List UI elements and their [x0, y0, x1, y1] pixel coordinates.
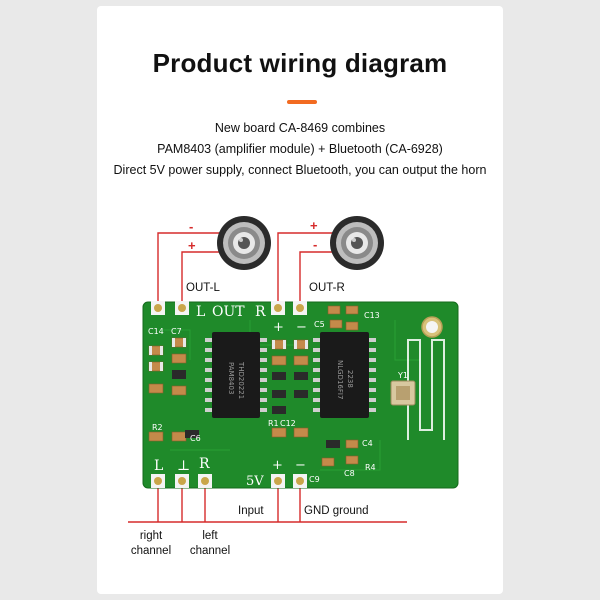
silk-top-r: R	[255, 304, 266, 320]
silk-top-minus: −	[296, 320, 307, 335]
ref-c8: C8	[344, 469, 355, 478]
title-accent-bar	[287, 100, 317, 104]
silk-bottom-plus: +	[272, 458, 283, 473]
chip1-marking-1: PAM8403	[227, 362, 235, 394]
speaker-right-icon	[330, 216, 384, 270]
chip-pam8403	[205, 332, 267, 418]
ref-r1: R1	[268, 419, 279, 428]
ref-c6: C6	[190, 434, 201, 443]
ref-c13: C13	[364, 311, 380, 320]
out-l-top-sign: -	[189, 219, 194, 234]
ref-c9: C9	[309, 475, 320, 484]
description-line-1: New board CA-8469 combines	[214, 121, 386, 135]
out-r-bottom-sign: -	[313, 237, 318, 252]
right-channel-label: right channel	[123, 529, 179, 559]
chip1-marking-2: THD20221	[237, 361, 245, 399]
out-r-top-sign: +	[310, 218, 318, 233]
page-title: Product wiring diagram	[152, 48, 448, 78]
chip-bluetooth	[313, 332, 376, 418]
silk-top-out: OUT	[212, 304, 245, 320]
wire-out-l-negative	[157, 232, 234, 308]
wire-out-r-negative	[299, 251, 336, 308]
out-r-label: OUT-R	[309, 282, 345, 294]
silk-top-l: L	[196, 304, 205, 320]
silk-bottom-l: L	[154, 458, 163, 474]
chip2-marking-2: 2238	[346, 370, 354, 388]
ref-r2: R2	[152, 423, 163, 432]
bottom-header-pads	[151, 474, 307, 488]
left-channel-label: left channel	[182, 529, 238, 559]
silkscreen-text: L OUT R + − L ⊥ R 5V + −	[154, 304, 307, 489]
antenna-trace	[407, 339, 445, 440]
out-l-label: OUT-L	[186, 282, 220, 294]
wires	[128, 232, 407, 523]
ref-c5: C5	[314, 320, 325, 329]
gnd-ground-label: GND ground	[304, 505, 369, 517]
wire-out-r-positive	[277, 232, 336, 308]
silk-bottom-5v: 5V	[246, 474, 264, 489]
silk-top-plus: +	[273, 320, 284, 335]
chip2-marking-1: NLGD16FI7	[336, 360, 344, 399]
ref-c12: C12	[280, 419, 296, 428]
wire-out-l-positive	[181, 251, 234, 308]
silk-bottom-gnd: ⊥	[177, 458, 190, 474]
chip-markings: PAM8403 THD20221 NLGD16FI7 2238	[227, 360, 354, 399]
pcb-board	[142, 301, 459, 489]
description-line-3: Direct 5V power supply, connect Bluetoot…	[113, 163, 487, 177]
description-line-2: PAM8403 (amplifier module) + Bluetooth (…	[157, 142, 443, 156]
crystal-y1	[390, 380, 416, 406]
ref-c14: C14	[148, 327, 164, 336]
silkscreen-refs: C14 C7 C5 C13 C6 C12 C4 R4 C8 C9 R1 R2 Y…	[148, 311, 408, 484]
ref-c7: C7	[171, 327, 182, 336]
ref-r4: R4	[365, 463, 376, 472]
ref-y1: Y1	[397, 371, 408, 380]
left-channel-line-2: channel	[189, 545, 231, 557]
left-channel-line-1: left	[202, 530, 218, 542]
right-channel-line-1: right	[139, 530, 163, 542]
input-label: Input	[238, 505, 264, 517]
speaker-left-icon	[217, 216, 271, 270]
out-l-bottom-sign: +	[188, 238, 196, 253]
top-header-pads	[151, 301, 307, 315]
silk-bottom-r: R	[199, 456, 210, 472]
silk-bottom-minus: −	[295, 458, 306, 473]
smd-components	[148, 305, 359, 467]
right-channel-line-2: channel	[130, 545, 172, 557]
ref-c4: C4	[362, 439, 373, 448]
